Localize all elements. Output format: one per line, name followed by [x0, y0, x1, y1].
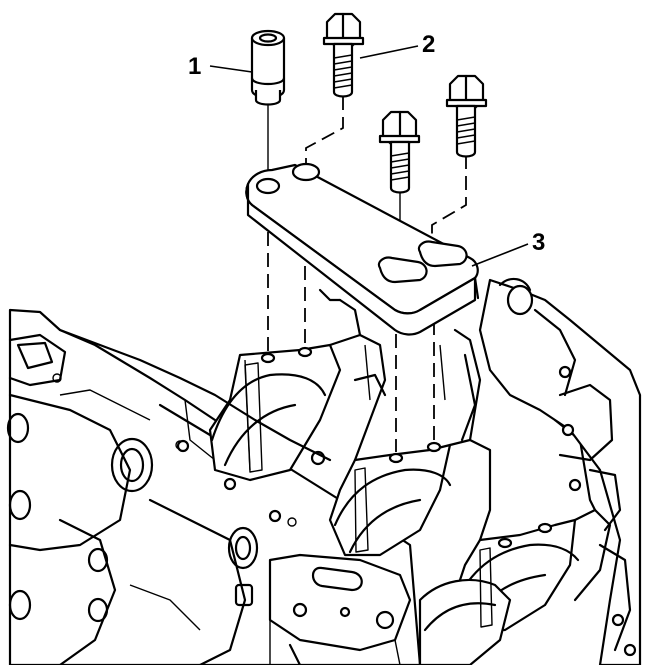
callouts: 1 2 3	[188, 31, 545, 267]
sleeve-spacer	[250, 29, 286, 106]
callout-2-label: 2	[422, 31, 435, 58]
bolt-right	[445, 74, 488, 158]
callout-2-leader	[359, 45, 419, 59]
bolt-2	[322, 12, 365, 98]
callout-3-leader	[471, 243, 529, 267]
engine-block	[6, 277, 642, 665]
fixture-plate	[245, 162, 480, 336]
callout-1-leader	[209, 65, 253, 73]
callout-3-label: 3	[532, 229, 545, 256]
bolt-center	[378, 110, 421, 194]
callout-1-label: 1	[188, 53, 201, 80]
